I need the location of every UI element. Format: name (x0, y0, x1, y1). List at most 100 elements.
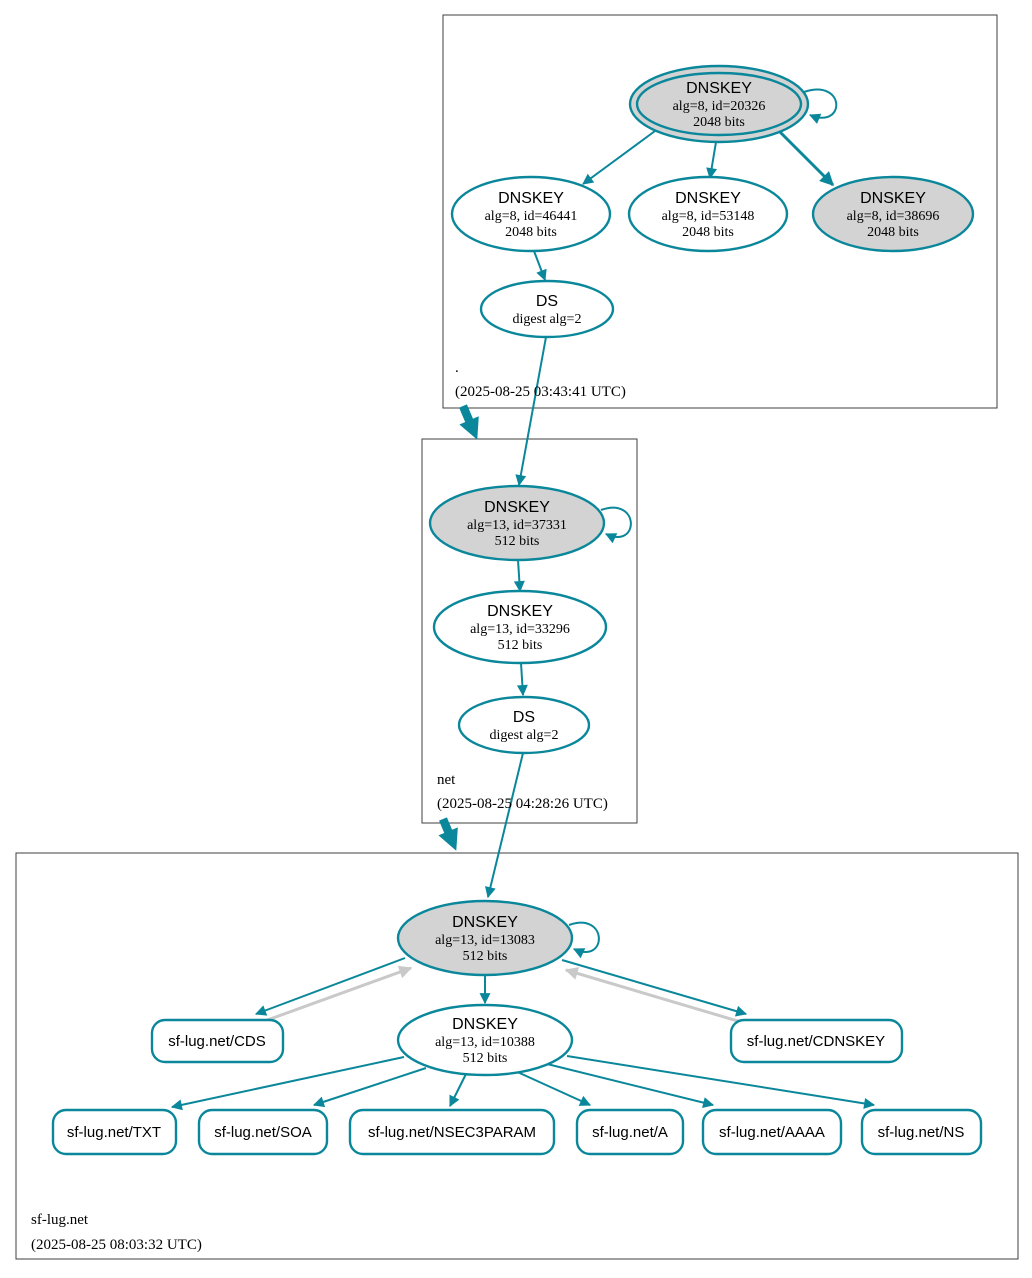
zone-box-root (442, 14, 998, 409)
node-root-key-38696[interactable]: DNSKEY alg=8, id=38696 2048 bits (811, 175, 975, 253)
node-root-key-38696-ellipse[interactable] (811, 175, 975, 253)
node-rrset-cds-rect[interactable] (150, 1018, 285, 1064)
edge-delegation-root-to-net (459, 404, 479, 440)
node-root-ksk-bits: 2048 bits (693, 115, 745, 130)
edge-net-ds-to-sflug-ksk (484, 752, 524, 899)
node-root-ksk-inner-ellipse (635, 71, 803, 137)
node-root-ds-ellipse[interactable] (479, 279, 615, 339)
node-rrset-nsec3param-rect[interactable] (348, 1108, 556, 1156)
zone-label-root: . (455, 360, 459, 376)
zone-box-sflug (15, 852, 1019, 1260)
node-root-key-46441[interactable]: DNSKEY alg=8, id=46441 2048 bits (450, 175, 612, 253)
node-root-ksk-20326[interactable]: DNSKEY alg=8, id=20326 2048 bits (628, 64, 810, 144)
node-root-ds-title: DS (536, 293, 558, 310)
node-root-key-46441-bits: 2048 bits (505, 225, 557, 240)
node-rrset-cds[interactable]: sf-lug.net/CDS (150, 1018, 285, 1064)
edge-root-ksk-selfloop (803, 88, 838, 124)
node-rrset-a-rect[interactable] (575, 1108, 685, 1156)
node-net-zsk-33296[interactable]: DNSKEY alg=13, id=33296 512 bits (432, 589, 608, 665)
node-rrset-a-label: sf-lug.net/A (592, 1124, 668, 1141)
node-net-ksk-37331[interactable]: DNSKEY alg=13, id=37331 512 bits (428, 484, 606, 562)
edge-net-ksk-to-zsk (513, 559, 525, 593)
node-net-zsk-bits: 512 bits (498, 638, 543, 653)
node-sflug-zsk-detail: alg=13, id=10388 (435, 1035, 535, 1050)
node-rrset-nsec3param[interactable]: sf-lug.net/NSEC3PARAM (348, 1108, 556, 1156)
edge-sflug-zsk-to-ns (566, 1055, 876, 1109)
node-root-key-53148-ellipse[interactable] (627, 175, 789, 253)
node-net-zsk-ellipse[interactable] (432, 589, 608, 665)
edge-net-zsk-to-ds (516, 662, 528, 697)
node-net-ds-title: DS (513, 709, 535, 726)
node-root-key-53148-title: DNSKEY (675, 190, 741, 207)
node-sflug-ksk-ellipse[interactable] (396, 899, 574, 977)
node-root-key-53148-detail: alg=8, id=53148 (662, 209, 755, 224)
node-rrset-aaaa-rect[interactable] (701, 1108, 843, 1156)
node-root-ds-detail: digest alg=2 (513, 312, 582, 327)
node-rrset-txt-rect[interactable] (51, 1108, 178, 1156)
node-rrset-ns-label: sf-lug.net/NS (878, 1124, 965, 1141)
node-net-ksk-title: DNSKEY (484, 499, 550, 516)
edge-sflug-zsk-to-a (512, 1069, 592, 1106)
node-root-key-46441-ellipse[interactable] (450, 175, 612, 253)
node-rrset-cdnskey-rect[interactable] (729, 1018, 904, 1064)
node-root-key-38696-bits: 2048 bits (867, 225, 919, 240)
node-root-ds[interactable]: DS digest alg=2 (479, 279, 615, 339)
node-root-key-38696-detail: alg=8, id=38696 (847, 209, 940, 224)
edge-sflug-ksk-selfloop (568, 921, 600, 959)
edge-key46441-to-root-ds (533, 250, 547, 282)
edge-sflug-zsk-to-nsec3param (449, 1073, 467, 1107)
node-root-ksk-title: DNSKEY (686, 80, 752, 97)
edge-net-ksk-selfloop (600, 506, 632, 544)
edge-root-ksk-to-key53148 (706, 141, 718, 180)
edge-cdnskey-to-sflug-ksk-gray (564, 967, 742, 1024)
node-rrset-ns[interactable]: sf-lug.net/NS (860, 1108, 983, 1156)
edge-cds-to-sflug-ksk-gray (261, 965, 413, 1024)
node-rrset-soa-rect[interactable] (197, 1108, 329, 1156)
node-net-ds[interactable]: DS digest alg=2 (457, 695, 591, 755)
zone-timestamp-root: (2025-08-25 03:43:41 UTC) (455, 384, 626, 400)
zone-timestamp-net: (2025-08-25 04:28:26 UTC) (437, 796, 608, 812)
edge-delegation-net-to-sflug (438, 817, 458, 851)
node-net-ksk-detail: alg=13, id=37331 (467, 518, 567, 533)
zone-box-net (421, 438, 638, 824)
edge-root-ksk-to-key46441 (582, 130, 656, 185)
node-rrset-aaaa[interactable]: sf-lug.net/AAAA (701, 1108, 843, 1156)
node-rrset-cdnskey[interactable]: sf-lug.net/CDNSKEY (729, 1018, 904, 1064)
node-root-key-46441-title: DNSKEY (498, 190, 564, 207)
node-sflug-zsk-bits: 512 bits (463, 1051, 508, 1066)
node-rrset-cdnskey-label: sf-lug.net/CDNSKEY (747, 1033, 885, 1050)
node-rrset-cds-label: sf-lug.net/CDS (168, 1033, 266, 1050)
node-root-key-53148-bits: 2048 bits (682, 225, 734, 240)
node-net-zsk-title: DNSKEY (487, 603, 553, 620)
node-root-key-38696-title: DNSKEY (860, 190, 926, 207)
node-rrset-a[interactable]: sf-lug.net/A (575, 1108, 685, 1156)
node-rrset-ns-rect[interactable] (860, 1108, 983, 1156)
node-sflug-zsk-10388[interactable]: DNSKEY alg=13, id=10388 512 bits (396, 1003, 574, 1077)
node-sflug-ksk-title: DNSKEY (452, 914, 518, 931)
node-rrset-txt[interactable]: sf-lug.net/TXT (51, 1108, 178, 1156)
node-net-ds-ellipse[interactable] (457, 695, 591, 755)
zone-label-sflug: sf-lug.net (31, 1212, 89, 1228)
node-sflug-ksk-13083[interactable]: DNSKEY alg=13, id=13083 512 bits (396, 899, 574, 977)
node-net-zsk-detail: alg=13, id=33296 (470, 622, 570, 637)
node-rrset-soa[interactable]: sf-lug.net/SOA (197, 1108, 329, 1156)
edge-root-ksk-to-key38696 (777, 129, 835, 187)
edge-sflug-ksk-to-cds (254, 957, 406, 1016)
node-net-ksk-bits: 512 bits (495, 534, 540, 549)
zone-timestamp-sflug: (2025-08-25 08:03:32 UTC) (31, 1237, 202, 1253)
node-root-key-46441-detail: alg=8, id=46441 (485, 209, 578, 224)
node-rrset-nsec3param-label: sf-lug.net/NSEC3PARAM (368, 1124, 536, 1141)
edge-sflug-zsk-to-soa (312, 1067, 427, 1108)
node-rrset-soa-label: sf-lug.net/SOA (214, 1124, 312, 1141)
node-root-key-53148[interactable]: DNSKEY alg=8, id=53148 2048 bits (627, 175, 789, 253)
node-rrset-aaaa-label: sf-lug.net/AAAA (719, 1124, 825, 1141)
node-root-ksk-detail: alg=8, id=20326 (673, 99, 766, 114)
node-net-ksk-ellipse[interactable] (428, 484, 606, 562)
edge-root-ds-to-net-ksk (515, 336, 547, 487)
node-sflug-zsk-ellipse[interactable] (396, 1003, 574, 1077)
node-rrset-txt-label: sf-lug.net/TXT (67, 1124, 161, 1141)
zone-label-net: net (437, 772, 456, 788)
node-net-ds-detail: digest alg=2 (490, 728, 559, 743)
